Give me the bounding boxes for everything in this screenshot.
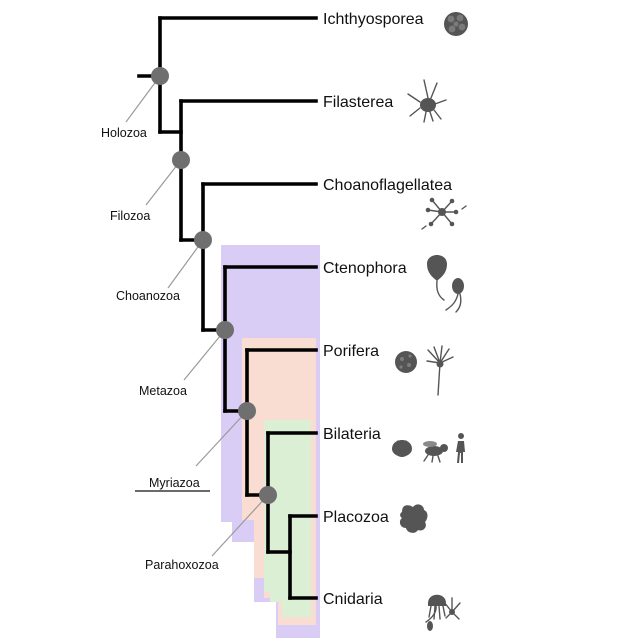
organism-icons (392, 12, 468, 631)
clade-label-holozoa: Holozoa (101, 126, 147, 140)
clade-label-filozoa: Filozoa (110, 209, 150, 223)
leader-myriazoa (195, 410, 248, 467)
taxon-labels: Ichthyosporea Filasterea Choanoflagellat… (323, 11, 452, 608)
clade-boxes (221, 245, 320, 638)
clade-labels: Holozoa Filozoa Choanozoa Metazoa Myriaz… (101, 126, 219, 572)
taxon-label-cnidaria: Cnidaria (323, 591, 383, 608)
clade-label-myriazoa: Myriazoa (149, 476, 200, 490)
node-markers (151, 67, 277, 504)
ctenophora-comb-jelly-icon (427, 255, 464, 313)
node-parahoxozoa (259, 486, 277, 504)
porifera-sponge-icon (395, 345, 454, 396)
bilateria-animals-icon (392, 433, 465, 463)
node-holozoa (151, 67, 169, 85)
node-myriazoa (238, 402, 256, 420)
clade-label-metazoa: Metazoa (139, 384, 187, 398)
ichthyosporea-cell-cluster-icon (444, 12, 468, 36)
taxon-label-choanoflagellatea: Choanoflagellatea (323, 177, 452, 194)
node-filozoa (172, 151, 190, 169)
cnidaria-jellyfish-icon (425, 594, 461, 631)
leader-parahoxozoa (211, 494, 269, 557)
leader-lines (125, 75, 269, 557)
taxon-label-ctenophora: Ctenophora (323, 260, 407, 277)
taxon-label-placozoa: Placozoa (323, 509, 389, 526)
node-metazoa (216, 321, 234, 339)
leader-filozoa (145, 159, 182, 206)
taxon-label-porifera: Porifera (323, 343, 379, 360)
placozoa-disc-icon (399, 504, 428, 533)
leader-holozoa (125, 75, 161, 123)
taxon-label-bilateria: Bilateria (323, 426, 381, 443)
filasterea-amoeba-icon (407, 79, 447, 123)
leader-choanozoa (167, 239, 204, 289)
node-choanozoa (194, 231, 212, 249)
clade-label-choanozoa: Choanozoa (116, 289, 180, 303)
taxon-label-ichthyosporea: Ichthyosporea (323, 11, 424, 28)
leader-metazoa (183, 329, 226, 381)
taxon-label-filasterea: Filasterea (323, 94, 393, 111)
parahoxozoa-box (264, 420, 311, 617)
clade-label-parahoxozoa: Parahoxozoa (145, 558, 219, 572)
choanoflagellatea-rosette-icon (421, 197, 467, 230)
